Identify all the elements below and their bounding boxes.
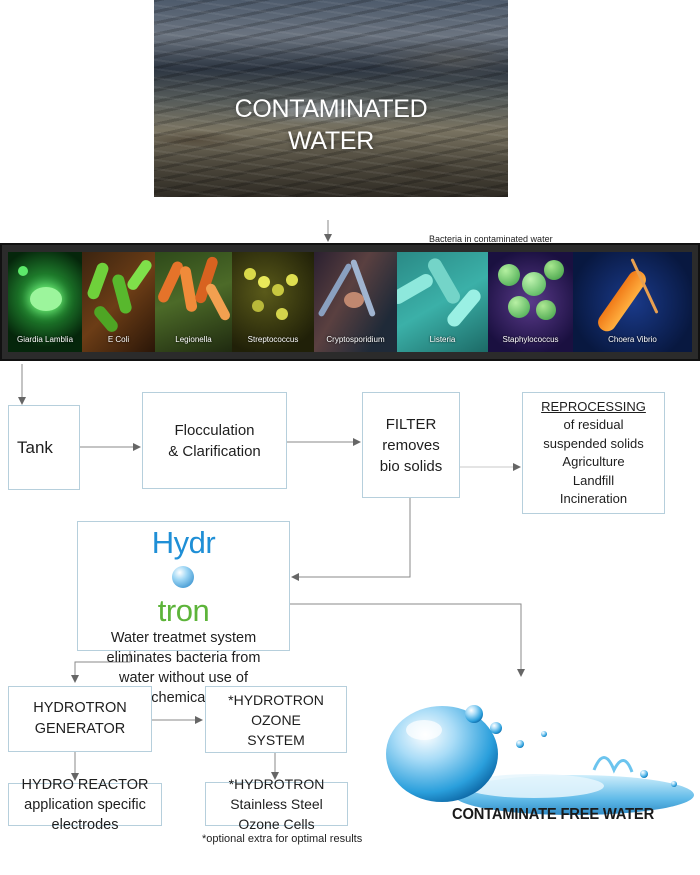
tile-label: Listeria (429, 335, 456, 344)
ozone-cells-line2: Stainless Steel (230, 796, 323, 812)
arrow-filter-to-hydrotron (291, 498, 411, 581)
reprocessing-line2: of residual (563, 417, 624, 432)
flocculation-line1: Flocculation (174, 421, 255, 439)
hydrotron-line3: water without use of (119, 670, 248, 686)
ice-cube (465, 705, 483, 723)
reprocessing-line6: Incineration (559, 491, 628, 506)
bacteria-tile-cryptosporidium: Cryptosporidium (314, 252, 397, 352)
ozone-system-line2: OZONE (251, 711, 301, 728)
ozone-system-box: *HYDROTRON OZONE SYSTEM (205, 686, 347, 753)
globe-icon (172, 566, 195, 588)
reactor-line3: electrodes (51, 816, 119, 833)
reprocessing-heading: REPROCESSING (541, 398, 646, 414)
arrow-hydrotron-to-generator (71, 651, 131, 683)
tank-label: Tank (17, 437, 53, 457)
filter-box: FILTER removes bio solids (362, 392, 460, 498)
ozone-system-line3: SYSTEM (247, 731, 305, 748)
bacteria-tile-staphylococcus: Staphylococcus (488, 252, 573, 352)
clean-water-title: CONTAMINATE FREE WATER (452, 806, 655, 823)
bacteria-tile-ecoli: E Coli (82, 252, 155, 352)
tile-label: Cryptosporidium (326, 335, 385, 344)
bacteria-tile-streptococcus: Streptococcus (232, 252, 314, 352)
reprocessing-line4: Agriculture (562, 454, 625, 469)
filter-line3: bio solids (379, 457, 443, 475)
bacteria-tile-giardia: Giardia Lamblia (8, 252, 82, 352)
hero-title: CONTAMINATED WATER (154, 93, 508, 157)
tile-label: Giardia Lamblia (16, 335, 74, 344)
contaminated-water-photo: CONTAMINATED WATER (154, 0, 508, 197)
hydrotron-logo-part1: Hydr (151, 525, 216, 560)
hydrotron-logo: Hydr tron (151, 525, 216, 628)
ozone-cells-line1: *HYDROTRON (228, 776, 325, 792)
hydrotron-box: Hydr tron Water treatmet system eliminate… (77, 521, 290, 706)
splash-crown (592, 756, 634, 774)
debris-texture (154, 0, 508, 197)
reprocessing-line5: Landfill (572, 472, 615, 488)
optional-footnote: *optional extra for optimal results (202, 833, 363, 845)
ozone-cells-line3: Ozone Cells (238, 816, 315, 832)
tile-label: Staphylococcus (502, 335, 559, 344)
hydrotron-line2: eliminates bacteria from (106, 650, 261, 666)
reactor-box: HYDRO REACTOR application specific elect… (8, 777, 162, 833)
reactor-line1: HYDRO REACTOR (21, 776, 149, 793)
hydrotron-line4: chemicals (151, 690, 216, 706)
bacteria-tile-listeria: Listeria (397, 252, 488, 352)
reactor-line2: application specific (24, 796, 146, 813)
tile-label: Legionella (175, 335, 212, 344)
flocculation-line2: & Clarification (168, 442, 261, 460)
filter-line2: removes (382, 436, 440, 454)
generator-line1: HYDROTRON (33, 700, 127, 716)
tile-label: Streptococcus (247, 335, 299, 344)
water-drop (386, 706, 498, 802)
bacteria-tile-legionella: Legionella (155, 252, 232, 352)
tank-box: Tank (8, 405, 80, 490)
reprocessing-box: REPROCESSING of residual suspended solid… (522, 392, 665, 514)
bacteria-tile-vibrio: Choera Vibrio (573, 252, 692, 352)
bacteria-strip: Giardia Lamblia E Coli Legionella Strept… (0, 243, 700, 361)
ozone-cells-box: *HYDROTRON Stainless Steel Ozone Cells (205, 776, 348, 832)
generator-line2: GENERATOR (34, 721, 126, 737)
ozone-system-line1: *HYDROTRON (228, 691, 324, 708)
generator-box: HYDROTRON GENERATOR (8, 686, 152, 752)
tile-label: E Coli (107, 335, 130, 344)
filter-line1: FILTER (385, 415, 437, 433)
water-ripple (464, 774, 604, 798)
hero-title-line2: WATER (288, 127, 374, 155)
flocculation-box: Flocculation & Clarification (142, 392, 287, 489)
arrow-hydrotron-to-water (290, 603, 525, 677)
reprocessing-line3: suspended solids (543, 435, 644, 451)
clean-water-splash (386, 705, 694, 815)
hydrotron-line1: Water treatmet system (110, 630, 257, 646)
bacteria-caption: Bacteria in contaminated water (429, 234, 553, 244)
hydrotron-logo-part2: tron (157, 593, 210, 628)
tile-label: Choera Vibrio (608, 335, 657, 344)
hero-title-line1: CONTAMINATED (234, 95, 428, 123)
